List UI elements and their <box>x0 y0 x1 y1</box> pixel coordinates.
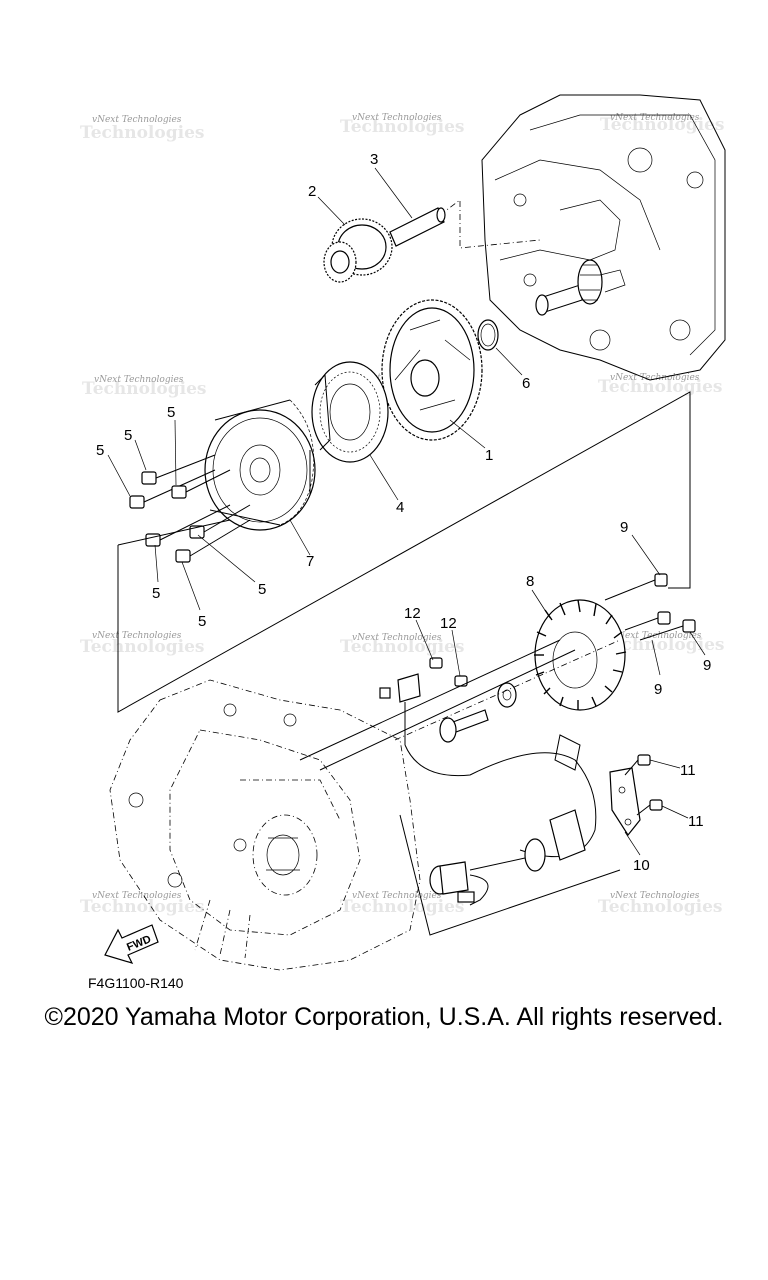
svg-text:vNext Technologies: vNext Technologies <box>610 113 700 123</box>
svg-text:vNext Technologies: vNext Technologies <box>352 891 442 901</box>
svg-text:Technologies: Technologies <box>80 897 204 917</box>
diagram-code: F4G1100-R140 <box>88 975 184 991</box>
part-9-bolts: 9 9 9 <box>604 519 711 698</box>
parts-diagram: Technologies vNext Technologies Technolo… <box>80 94 726 991</box>
svg-text:Technologies: Technologies <box>600 115 724 135</box>
part-7-rotor: 7 <box>204 399 316 570</box>
svg-text:Technologies: Technologies <box>598 377 722 397</box>
part-8-stator: 8 <box>526 573 627 711</box>
wiring-harness <box>404 734 597 906</box>
svg-text:9: 9 <box>620 519 628 536</box>
svg-text:7: 7 <box>306 553 314 570</box>
svg-text:5: 5 <box>258 581 266 598</box>
svg-text:Technologies: Technologies <box>80 637 204 657</box>
svg-text:Technologies: Technologies <box>80 123 204 143</box>
svg-text:vNext Technologies: vNext Technologies <box>610 373 700 383</box>
part-4-clutch: 4 <box>311 361 404 516</box>
fwd-arrow-icon: FWD <box>104 924 159 964</box>
svg-text:Technologies: Technologies <box>82 379 206 399</box>
svg-text:5: 5 <box>152 585 160 602</box>
svg-text:9: 9 <box>654 681 662 698</box>
svg-text:vNext Technologies: vNext Technologies <box>612 631 702 641</box>
svg-text:Technologies: Technologies <box>340 117 464 137</box>
part-6-ring: 6 <box>477 319 530 392</box>
part-5-bolts: 5 5 5 5 5 5 <box>96 404 266 630</box>
crankcase-drawing <box>439 94 726 381</box>
svg-text:Technologies: Technologies <box>600 635 724 655</box>
svg-text:Technologies: Technologies <box>340 897 464 917</box>
part-12-screws: 12 12 <box>379 605 468 745</box>
part-1-large-gear: 1 <box>381 299 493 464</box>
svg-text:11: 11 <box>680 762 696 779</box>
copyright-notice: ©2020 Yamaha Motor Corporation, U.S.A. A… <box>44 1003 724 1031</box>
svg-text:vNext Technologies: vNext Technologies <box>610 891 700 901</box>
svg-text:5: 5 <box>167 404 175 421</box>
svg-text:8: 8 <box>526 573 534 590</box>
svg-text:vNext Technologies: vNext Technologies <box>92 631 182 641</box>
svg-text:5: 5 <box>124 427 132 444</box>
part-10-bracket: 10 <box>609 767 650 874</box>
svg-text:vNext Technologies: vNext Technologies <box>352 633 442 643</box>
svg-text:vNext Technologies: vNext Technologies <box>352 113 442 123</box>
svg-text:5: 5 <box>96 442 104 459</box>
svg-text:5: 5 <box>198 613 206 630</box>
crankcase-cover-drawing <box>109 639 621 971</box>
svg-text:12: 12 <box>440 615 457 632</box>
svg-text:2: 2 <box>308 183 316 200</box>
svg-text:11: 11 <box>688 813 704 830</box>
part-3-shaft: 3 <box>370 151 446 247</box>
watermarks: Technologies vNext Technologies Technolo… <box>80 113 724 917</box>
svg-text:9: 9 <box>703 657 711 674</box>
part-2-gear: 2 <box>308 183 393 283</box>
part-11-screws: 11 11 <box>624 754 704 830</box>
svg-text:1: 1 <box>485 447 493 464</box>
svg-text:10: 10 <box>633 857 650 874</box>
svg-text:vNext Technologies: vNext Technologies <box>92 115 182 125</box>
svg-text:vNext Technologies: vNext Technologies <box>94 375 184 385</box>
svg-text:3: 3 <box>370 151 378 168</box>
svg-text:vNext Technologies: vNext Technologies <box>92 891 182 901</box>
assembly-bracket <box>117 391 691 713</box>
svg-text:6: 6 <box>522 375 530 392</box>
svg-text:Technologies: Technologies <box>598 897 722 917</box>
svg-text:4: 4 <box>396 499 404 516</box>
svg-text:Technologies: Technologies <box>340 637 464 657</box>
svg-text:12: 12 <box>404 605 421 622</box>
